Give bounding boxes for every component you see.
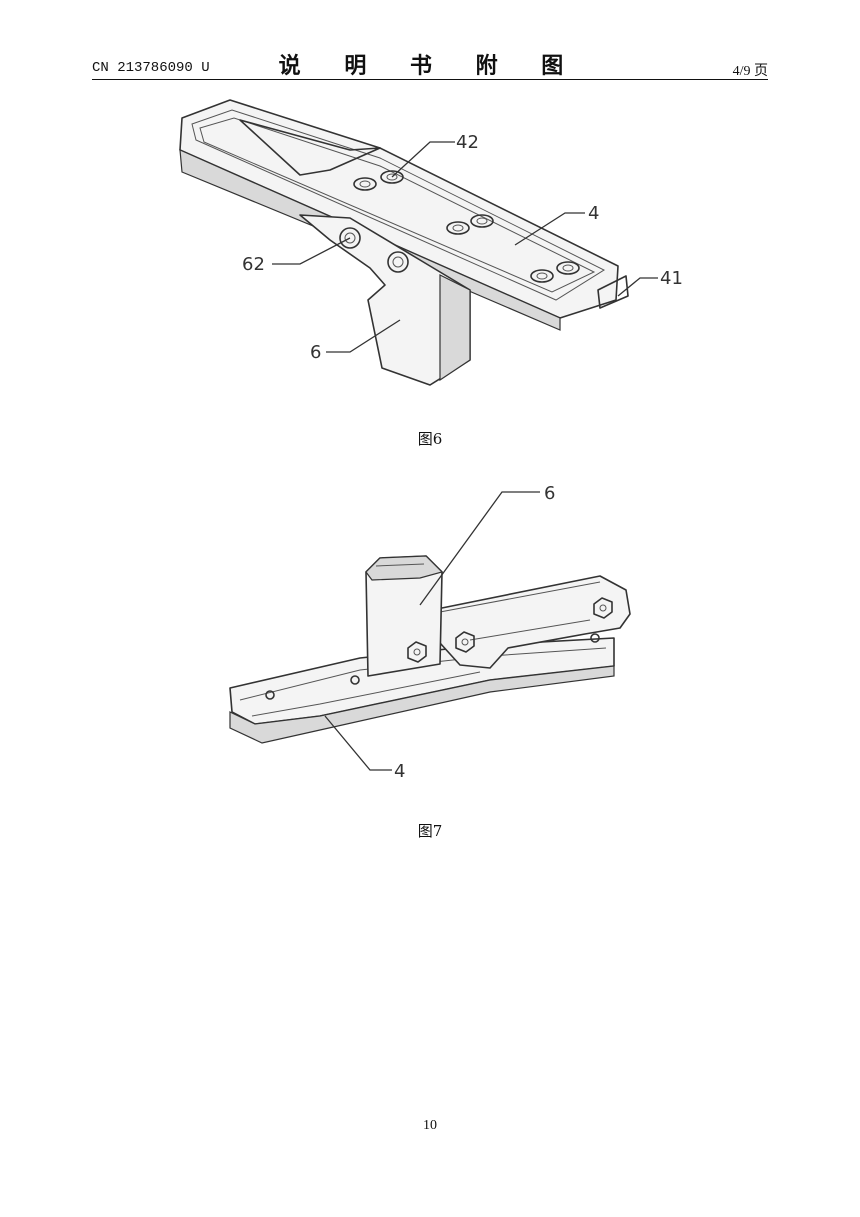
figure-7-caption: 图7	[417, 822, 443, 840]
label-62: 62	[242, 254, 265, 275]
label-6: 6	[310, 342, 321, 363]
bracket-plate	[299, 214, 471, 386]
figure-7: 6 4	[0, 478, 860, 798]
base-rail-side	[229, 665, 615, 744]
doc-number: CN 213786090 U	[92, 60, 210, 76]
label-41: 41	[660, 268, 683, 289]
figure-6-caption: 图6	[417, 430, 443, 448]
figure-6-drawing: 42 4 62 41 6	[179, 99, 683, 386]
figure-6: 42 4 62 41 6	[0, 88, 860, 408]
label-4-fig7: 4	[394, 761, 405, 782]
arm-plate	[429, 575, 631, 669]
header-rule	[92, 79, 768, 80]
page-of: 4/9 页	[732, 64, 768, 79]
page-title: 说 明 书 附 图	[278, 54, 582, 79]
figure-7-drawing: 6 4	[229, 483, 631, 782]
label-42: 42	[456, 132, 479, 153]
label-4: 4	[588, 203, 599, 224]
page-number: 10	[423, 1118, 437, 1133]
bolts-hex	[407, 597, 613, 663]
label-6-fig7: 6	[544, 483, 555, 504]
bolts-rail	[353, 170, 580, 283]
bolts-side	[339, 227, 409, 273]
